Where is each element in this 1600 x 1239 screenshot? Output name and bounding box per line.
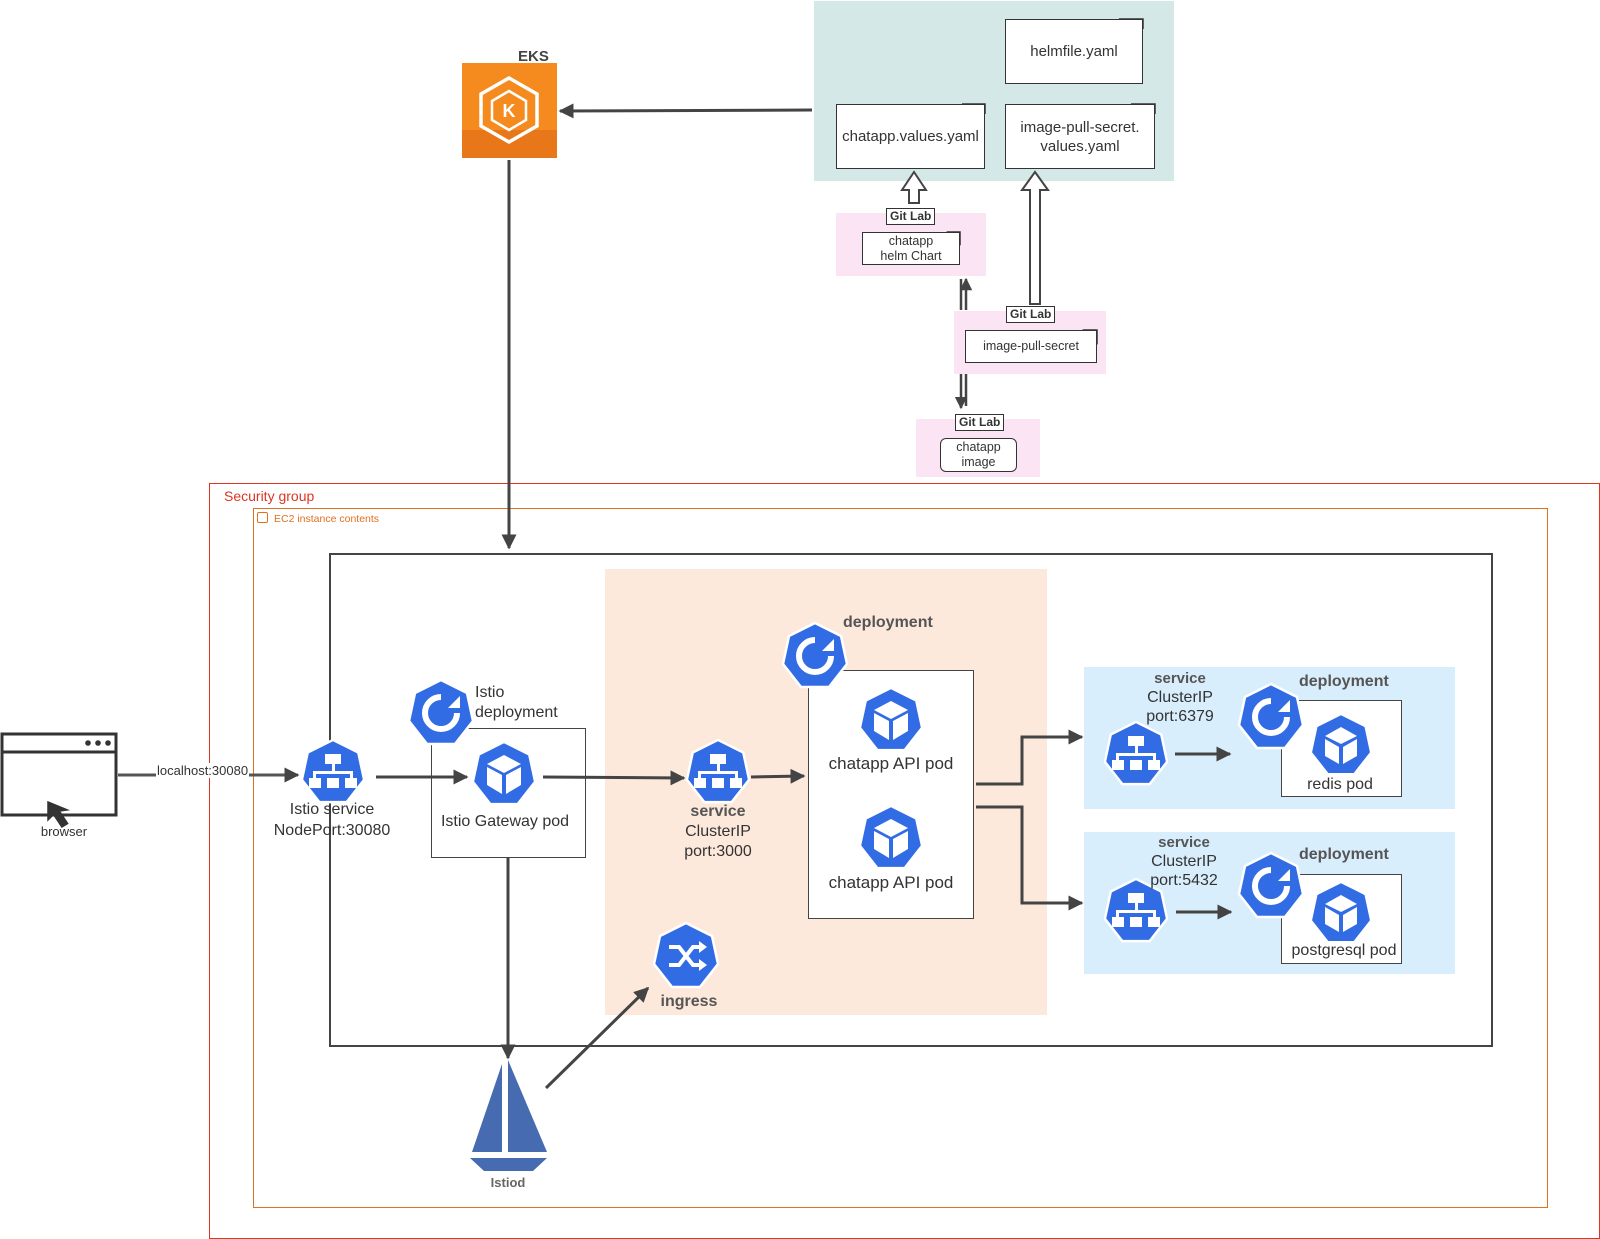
ec2-instance-label: EC2 instance contents xyxy=(274,513,380,525)
chatapp-service-title: service xyxy=(690,803,746,820)
redis-pod-icon xyxy=(1309,712,1373,776)
chatapp-pod1-label: chatapp API pod xyxy=(828,754,954,773)
redis-service-line2: port:6379 xyxy=(1146,708,1214,725)
postgres-service-line1: ClusterIP xyxy=(1151,853,1217,870)
repo-to-eks-arrow xyxy=(558,103,813,119)
postgres-deployment-icon xyxy=(1237,851,1305,919)
gitlab-badge-image: Git Lab xyxy=(955,414,1005,431)
chatapp-service-to-deployment-arrow xyxy=(750,768,806,784)
postgres-service-icon xyxy=(1103,877,1169,943)
chatapp-pod2-icon xyxy=(858,804,924,870)
postgres-deployment-title: deployment xyxy=(1299,846,1389,863)
deployment-to-redis-service-arrow xyxy=(976,729,1084,786)
chatapp-deployment-icon xyxy=(781,621,849,689)
redis-service-line1: ClusterIP xyxy=(1147,689,1213,706)
gitlab-badge-secret: Git Lab xyxy=(1006,306,1056,323)
eks-label: EKS xyxy=(518,48,549,65)
helmfile-doc[interactable]: helmfile.yaml xyxy=(1005,19,1143,84)
security-group-label: Security group xyxy=(224,488,315,504)
redis-deployment-icon xyxy=(1237,682,1305,750)
chatapp-service-icon xyxy=(685,738,751,804)
postgres-pod-label: postgresql pod xyxy=(1291,942,1397,959)
svg-text:K: K xyxy=(503,101,516,121)
istiod-to-ingress-arrow xyxy=(544,986,650,1090)
istiod-label: Istiod xyxy=(490,1175,526,1190)
browser-link-label: localhost:30080 xyxy=(156,763,250,778)
istio-service-label-2: NodePort:30080 xyxy=(273,822,391,839)
ec2-instance-boundary xyxy=(253,508,1548,1208)
postgres-service-line2: port:5432 xyxy=(1150,872,1218,889)
redis-service-title: service xyxy=(1154,670,1206,687)
image-pull-values-doc[interactable]: image-pull-secret. values.yaml xyxy=(1005,104,1155,169)
chatapp-values-doc[interactable]: chatapp.values.yaml xyxy=(836,104,985,169)
gateway-to-chatapp-service-arrow xyxy=(542,770,686,786)
istiod-sail-icon xyxy=(470,1060,547,1171)
eks-icon: K xyxy=(462,63,557,158)
redis-pod-label: redis pod xyxy=(1307,776,1373,793)
istio-deployment-label-2: deployment xyxy=(475,704,558,721)
chatapp-image-doc[interactable]: chatapp image xyxy=(940,438,1017,472)
ingress-icon xyxy=(652,921,720,989)
redis-deployment-title: deployment xyxy=(1299,673,1389,690)
istio-service-icon xyxy=(300,738,366,804)
image-pull-secret-to-values-hollow-arrow xyxy=(1020,170,1050,305)
helm-chart-doc[interactable]: chatapp helm Chart xyxy=(862,232,960,265)
gateway-pod-label: Istio Gateway pod xyxy=(440,813,570,830)
postgres-service-title: service xyxy=(1158,834,1210,851)
gateway-pod-icon xyxy=(471,740,537,806)
browser-window-icon xyxy=(0,732,118,828)
chatapp-pod1-icon xyxy=(858,686,924,752)
istio-deployment-label-1: Istio xyxy=(475,684,505,701)
deployment-to-postgres-service-arrow xyxy=(976,805,1084,911)
chatapp-deployment-title: deployment xyxy=(843,614,933,631)
chatapp-service-line1: ClusterIP xyxy=(685,823,751,840)
chatapp-service-line2: port:3000 xyxy=(684,843,752,860)
postgres-pod-icon xyxy=(1309,880,1373,944)
istio-deployment-icon xyxy=(407,678,475,746)
ingress-label: ingress xyxy=(660,993,718,1010)
redis-service-icon xyxy=(1103,720,1169,786)
gitlab-badge-helm: Git Lab xyxy=(886,208,936,225)
image-pull-secret-doc[interactable]: image-pull-secret xyxy=(965,330,1097,363)
helm-chart-to-values-hollow-arrow xyxy=(900,170,928,204)
istio-service-label-1: Istio service xyxy=(289,801,375,818)
ec2-instance-icon xyxy=(257,512,268,523)
browser-label: browser xyxy=(40,824,88,839)
chatapp-pod2-label: chatapp API pod xyxy=(828,873,954,892)
